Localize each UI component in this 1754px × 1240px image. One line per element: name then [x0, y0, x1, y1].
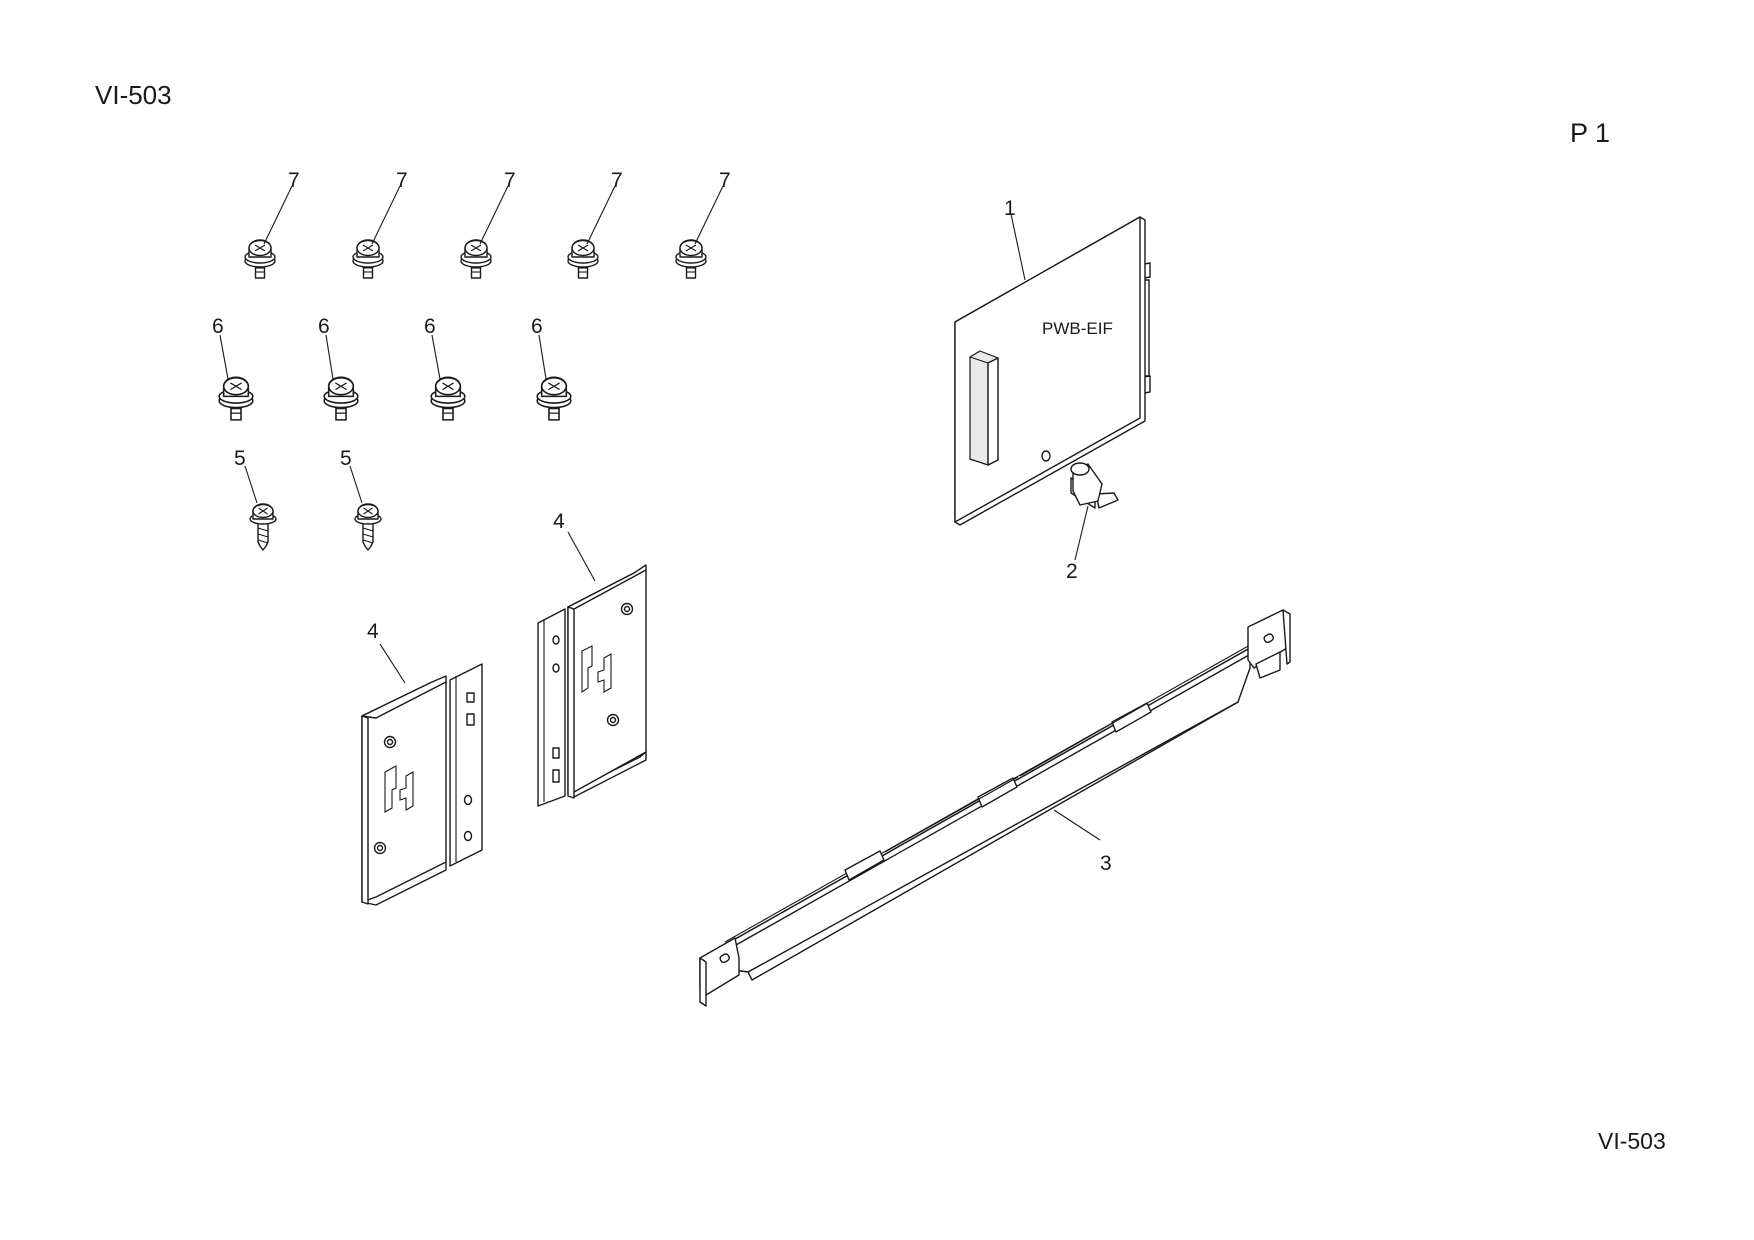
mounting-bracket-right: 4 [537, 510, 647, 807]
page-title: VI-503 [95, 80, 172, 110]
long-rail: 3 [699, 609, 1291, 1007]
callout-7: 7 [288, 169, 300, 192]
callout-2: 2 [1066, 560, 1078, 583]
callout-7: 7 [719, 169, 731, 192]
callout-7: 7 [504, 169, 516, 192]
footer-model-code: VI-503 [1598, 1128, 1666, 1154]
callout-7: 7 [611, 169, 623, 192]
callout-4: 4 [367, 620, 379, 643]
callout-6: 6 [212, 315, 224, 338]
pwb-eif-board: PWB-EIF 1 [954, 197, 1151, 526]
screw-7-row: 7 7 7 7 7 [244, 169, 731, 279]
callout-5: 5 [234, 447, 246, 470]
standoff-spacer: 2 [1066, 462, 1119, 583]
page-number: P 1 [1570, 118, 1611, 148]
callout-7: 7 [396, 169, 408, 192]
board-label: PWB-EIF [1042, 319, 1113, 338]
callout-6: 6 [424, 315, 436, 338]
callout-6: 6 [531, 315, 543, 338]
callout-3: 3 [1100, 852, 1112, 875]
screw-5-pair: 5 5 [234, 447, 382, 551]
mounting-bracket-left: 4 [361, 620, 483, 906]
callout-1: 1 [1004, 197, 1016, 220]
screw-6-row: 6 6 6 6 [212, 315, 572, 421]
callout-6: 6 [318, 315, 330, 338]
callout-4: 4 [553, 510, 565, 533]
callout-5: 5 [340, 447, 352, 470]
